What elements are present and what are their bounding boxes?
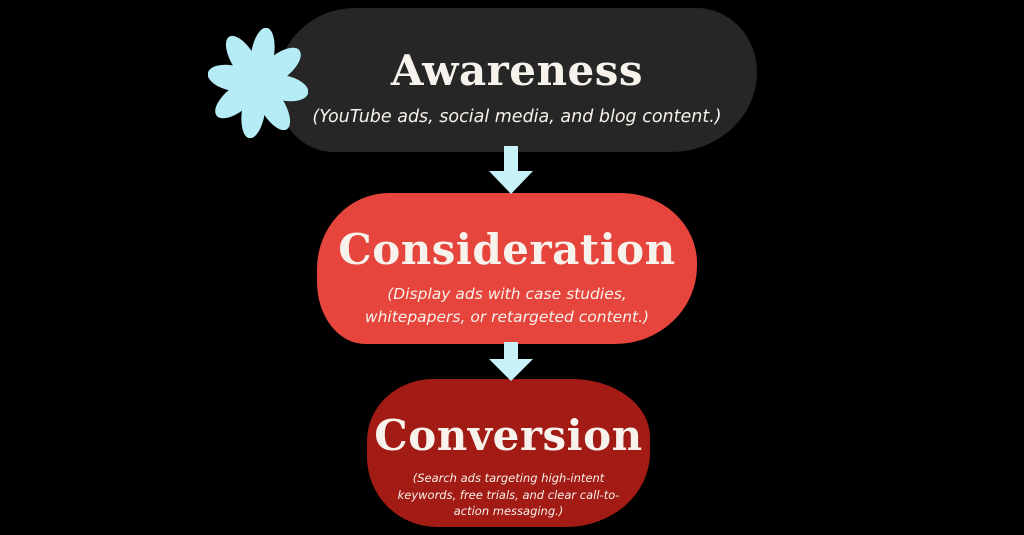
stage-awareness: Awareness (YouTube ads, social media, an… [277,8,757,152]
stage-subtitle-conversion: (Search ads targeting high-intent keywor… [397,471,620,519]
flower-asterisk-icon [208,28,308,138]
down-arrow-icon [489,146,533,194]
stage-consideration: Consideration (Display ads with case stu… [317,193,697,344]
stage-title-consideration: Consideration [338,225,676,274]
stage-subtitle-consideration: (Display ads with case studies, whitepap… [364,285,650,327]
stage-conversion: Conversion (Search ads targeting high-in… [367,379,650,527]
stage-subtitle-awareness: (YouTube ads, social media, and blog con… [312,107,722,127]
down-arrow-icon [489,342,533,381]
stage-title-awareness: Awareness [390,46,644,95]
stage-title-conversion: Conversion [374,411,643,460]
